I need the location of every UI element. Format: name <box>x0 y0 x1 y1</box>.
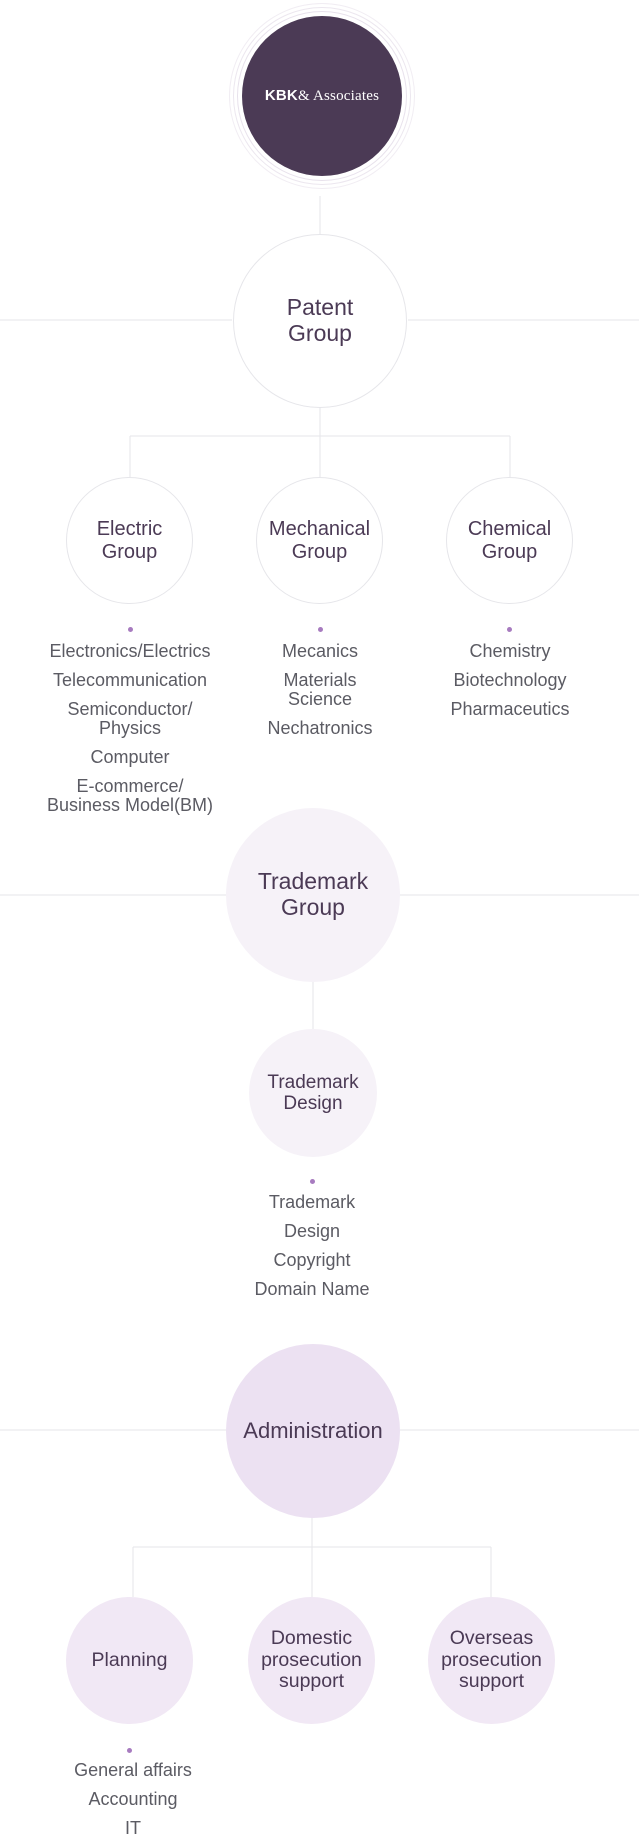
trademark-group-title: Trademark Group <box>257 868 369 920</box>
electric-dot <box>128 627 133 632</box>
company-logo: KBK& Associates <box>242 16 402 176</box>
list-item: General affairs <box>74 1760 192 1780</box>
mechanical-items-list: Mecanics Materials Science Nechatronics <box>230 642 410 748</box>
list-item: E-commerce/ Business Model(BM) <box>46 776 214 815</box>
chemical-group-node: Chemical Group <box>446 477 573 604</box>
list-item: Domain Name <box>254 1279 370 1299</box>
chemical-dot <box>507 627 512 632</box>
list-item: Materials Science <box>283 670 357 709</box>
patent-group-node: Patent Group <box>233 234 407 408</box>
trademark-group-node: Trademark Group <box>226 808 400 982</box>
planning-node: Planning <box>66 1597 193 1724</box>
list-item: Pharmaceutics <box>450 699 570 719</box>
list-item: Electronics/Electrics <box>49 641 211 661</box>
mechanical-group-title: Mechanical Group <box>268 518 371 563</box>
electric-items-list: Electronics/Electrics Telecommunication … <box>30 642 230 825</box>
list-item: Telecommunication <box>52 670 208 690</box>
domestic-prosecution-title: Domestic prosecution support <box>261 1626 362 1693</box>
planning-dot <box>127 1748 132 1753</box>
overseas-prosecution-node: Overseas prosecution support <box>428 1597 555 1724</box>
list-item: Biotechnology <box>453 670 567 690</box>
electric-group-node: Electric Group <box>66 477 193 604</box>
trademark-dot <box>310 1179 315 1184</box>
list-item: IT <box>125 1818 141 1838</box>
planning-items-list: General affairs Accounting IT <box>43 1761 223 1848</box>
list-item: Nechatronics <box>267 718 373 738</box>
list-item: Chemistry <box>469 641 551 661</box>
trademark-design-title: Trademark Design <box>267 1071 359 1114</box>
list-item: Trademark <box>268 1192 356 1212</box>
list-item: Accounting <box>88 1789 178 1809</box>
list-item: Design <box>283 1221 341 1241</box>
electric-group-title: Electric Group <box>96 518 163 563</box>
list-item: Copyright <box>273 1250 351 1270</box>
patent-group-title: Patent Group <box>286 294 354 346</box>
logo-suffix: & Associates <box>297 87 380 104</box>
logo-brand: KBK <box>264 86 298 104</box>
overseas-prosecution-title: Overseas prosecution support <box>441 1626 542 1693</box>
chemical-items-list: Chemistry Biotechnology Pharmaceutics <box>420 642 600 729</box>
domestic-prosecution-node: Domestic prosecution support <box>248 1597 375 1724</box>
mechanical-group-node: Mechanical Group <box>256 477 383 604</box>
list-item: Computer <box>90 747 170 767</box>
administration-node: Administration <box>226 1344 400 1518</box>
list-item: Mecanics <box>281 641 359 661</box>
chemical-group-title: Chemical Group <box>467 518 552 563</box>
administration-title: Administration <box>243 1417 383 1443</box>
planning-title: Planning <box>91 1648 168 1671</box>
trademark-items-list: Trademark Design Copyright Domain Name <box>222 1193 402 1309</box>
list-item: Semiconductor/ Physics <box>67 699 193 738</box>
mechanical-dot <box>318 627 323 632</box>
trademark-design-node: Trademark Design <box>249 1029 377 1157</box>
